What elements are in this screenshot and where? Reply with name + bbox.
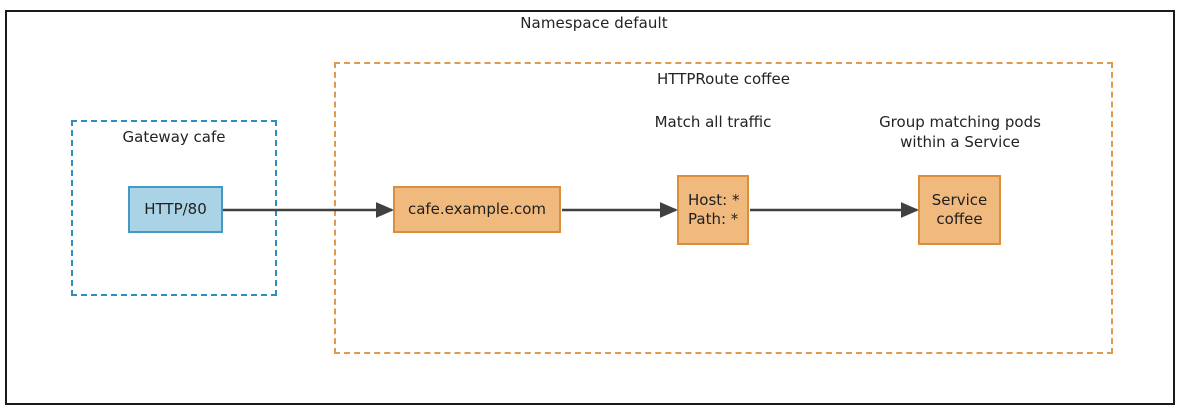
hostname-label: cafe.example.com xyxy=(407,199,547,218)
httproute-title: HTTPRoute coffee xyxy=(657,70,790,88)
match-rule-lines: Host: * Path: * xyxy=(688,191,739,229)
gateway-listener-node[interactable]: HTTP/80 xyxy=(128,186,223,233)
namespace-title: Namespace default xyxy=(520,14,668,32)
match-host-line: Host: * xyxy=(688,190,740,209)
backend-kind-label: Service xyxy=(931,190,988,209)
gateway-title: Gateway cafe xyxy=(122,128,226,146)
match-caption: Match all traffic xyxy=(654,113,772,131)
hostname-node[interactable]: cafe.example.com xyxy=(393,186,561,233)
httproute-container xyxy=(334,62,1113,354)
gateway-container xyxy=(71,120,277,296)
match-rule-node[interactable]: Host: * Path: * xyxy=(677,175,749,245)
backend-service-node[interactable]: Service coffee xyxy=(918,175,1001,245)
match-path-line: Path: * xyxy=(688,210,739,228)
gateway-listener-label: HTTP/80 xyxy=(144,199,207,218)
backend-service-lines: Service coffee xyxy=(932,191,987,229)
backend-name-label: coffee xyxy=(936,210,983,228)
backend-caption: Group matching pods within a Service xyxy=(879,113,1041,151)
